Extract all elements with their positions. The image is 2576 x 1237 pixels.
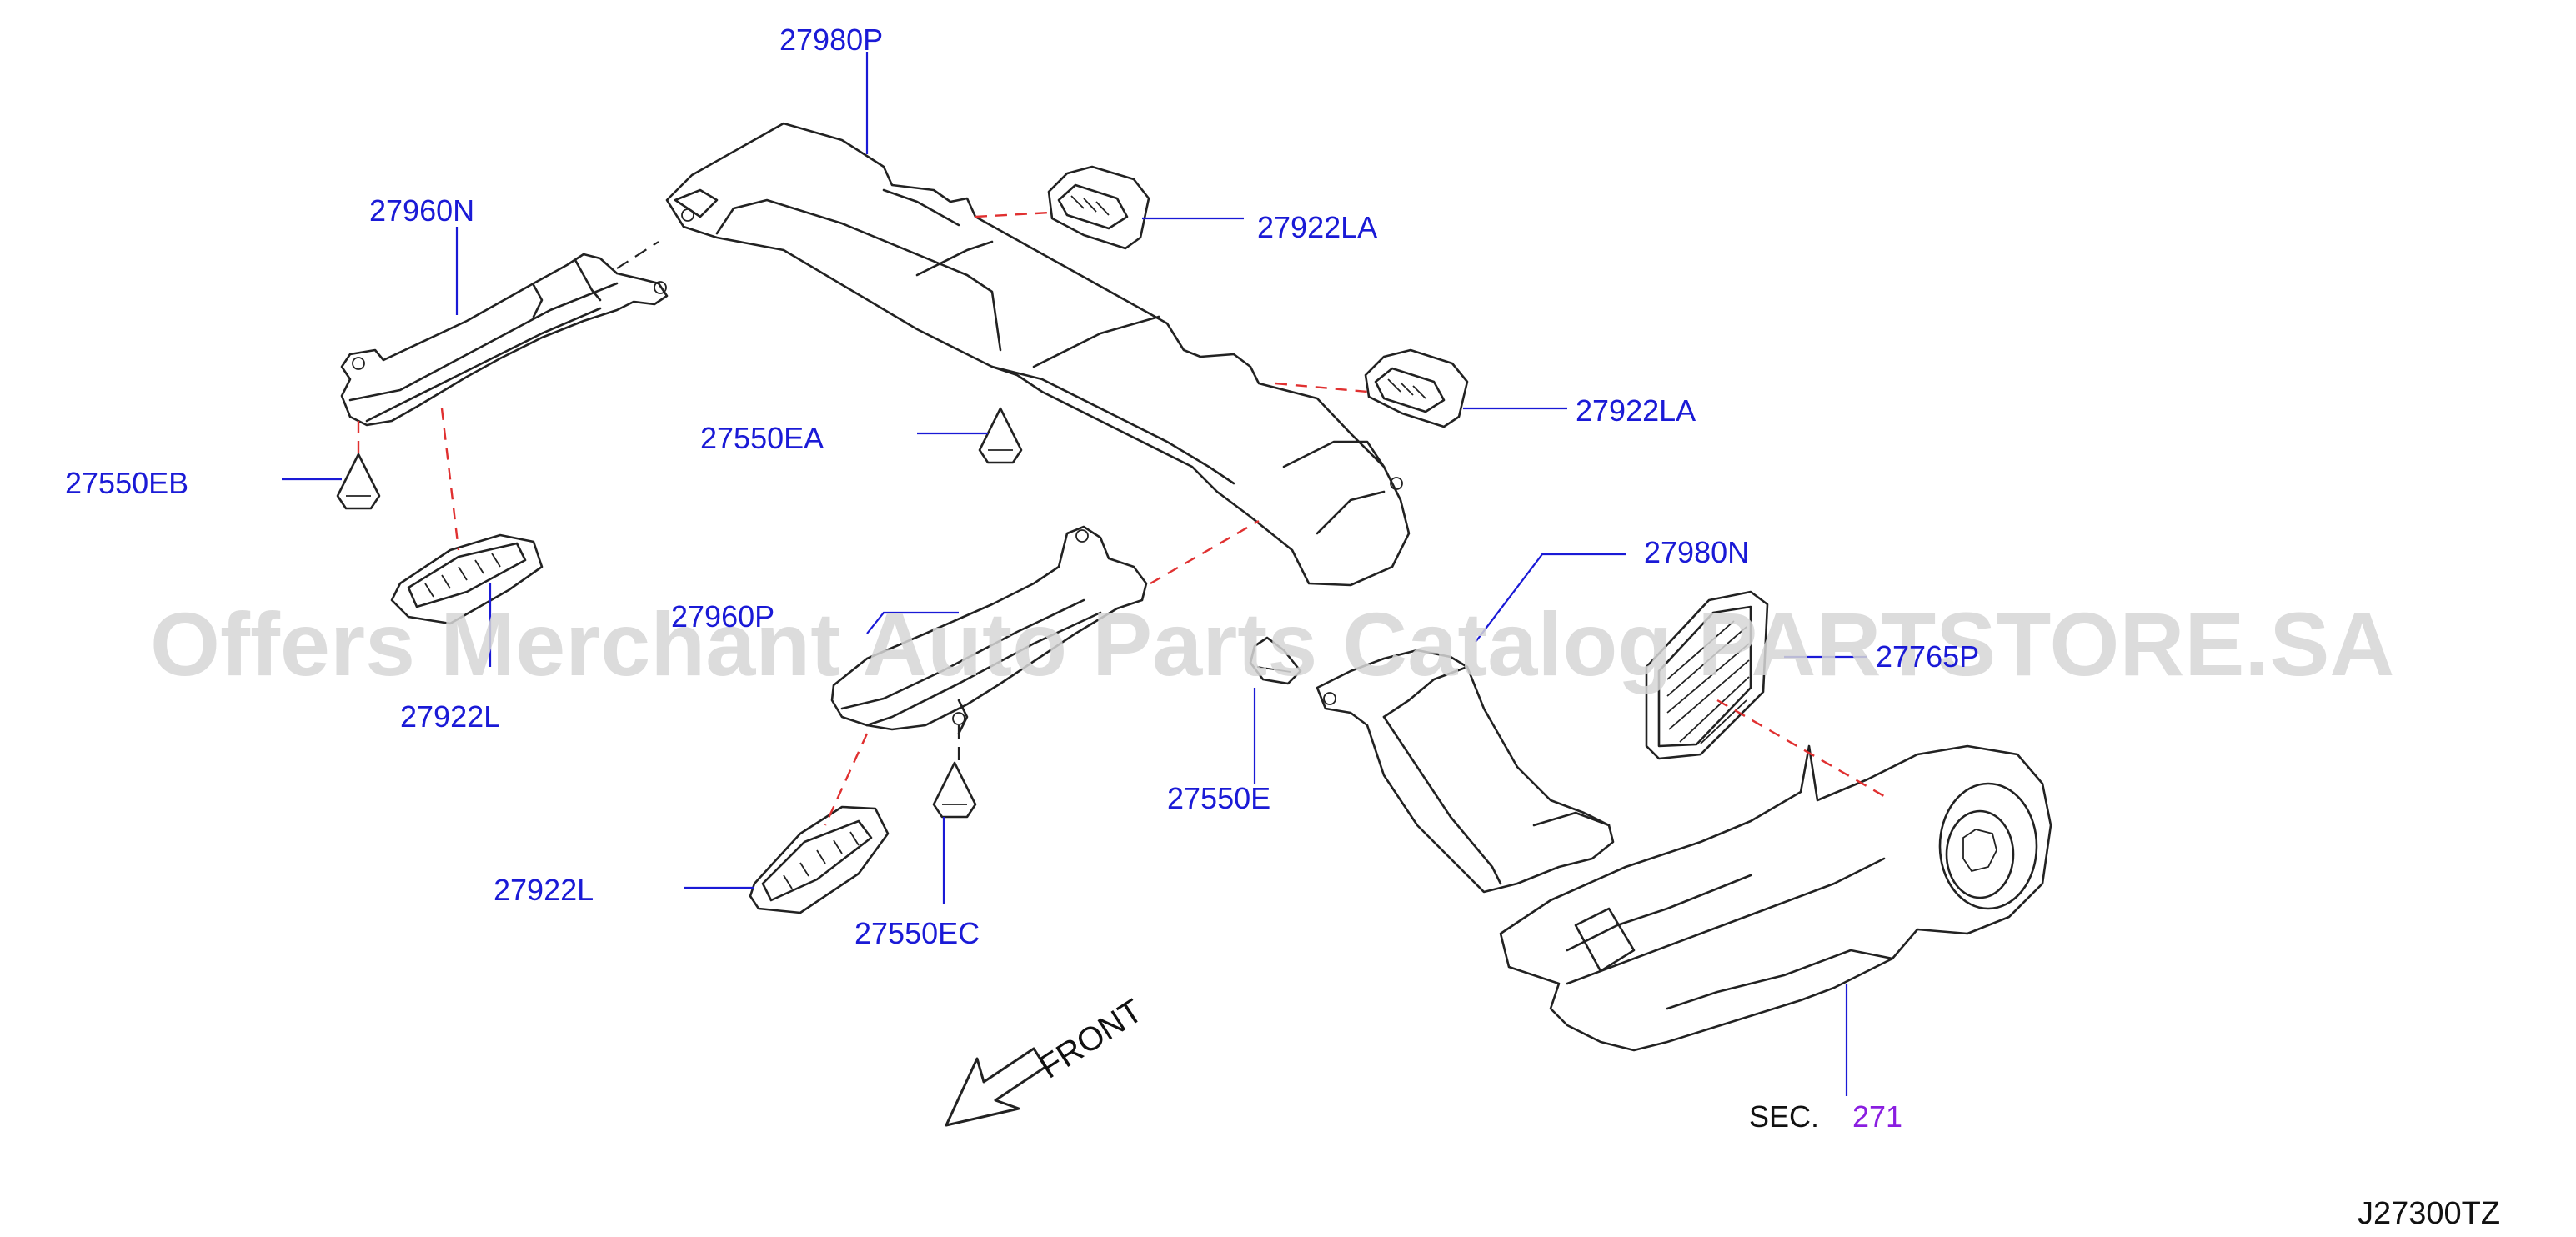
clip-27550e[interactable] [1249,636,1302,685]
guide-lines [357,211,1885,826]
clip-27550ec[interactable] [932,761,977,819]
front-arrow-icon [945,1047,1047,1127]
sec-prefix-label: SEC. [1749,1099,1819,1134]
label-27960n[interactable]: 27960N [369,193,474,228]
sec-271-link[interactable]: 271 [1852,1099,1902,1134]
grille-27765p[interactable] [1645,590,1769,760]
label-27922la-top[interactable]: 27922LA [1257,210,1377,244]
vent-27922la-mid[interactable] [1364,348,1469,428]
vent-27922l-low[interactable] [749,805,890,914]
label-27922l-left[interactable]: 27922L [400,699,500,734]
duct-27960p[interactable] [830,525,1148,735]
clip-27550eb[interactable] [336,453,381,510]
vent-27922la-top[interactable] [1047,165,1150,250]
label-27550ec[interactable]: 27550EC [854,916,980,950]
duct-27980n[interactable] [1316,649,1615,894]
label-27550eb[interactable]: 27550EB [65,466,188,500]
clip-27550ea[interactable] [978,407,1023,464]
label-27550e[interactable]: 27550E [1167,781,1270,815]
front-label: FRONT [1033,993,1150,1086]
duct-27980p[interactable] [665,122,1411,587]
label-27980p[interactable]: 27980P [779,23,883,57]
vent-27922l-left[interactable] [390,533,544,625]
label-27922l-low[interactable]: 27922L [494,873,594,907]
label-27922la-mid[interactable]: 27922LA [1576,393,1696,428]
label-27960p[interactable]: 27960P [671,599,774,634]
leader-lines [282,52,1867,1096]
duct-27960n[interactable] [340,253,669,427]
label-27980n[interactable]: 27980N [1644,535,1749,569]
diagram-code: J27300TZ [2358,1196,2500,1231]
watermark-text: Offers Merchant Auto Parts Catalog PARTS… [150,593,2394,694]
label-27765p[interactable]: 27765P [1876,639,1979,674]
heater-assembly-sec271[interactable] [1499,744,2052,1052]
label-27550ea[interactable]: 27550EA [700,421,824,455]
